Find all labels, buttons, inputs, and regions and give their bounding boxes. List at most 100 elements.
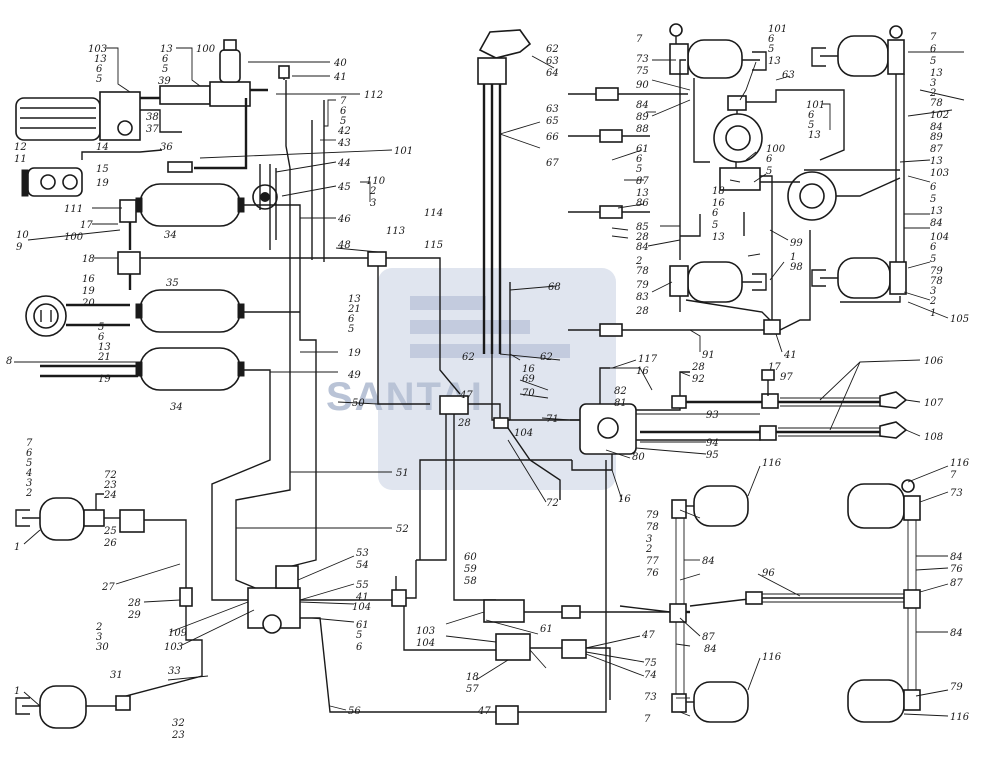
label-28: 28 [635, 232, 649, 243]
label-2: 2 [95, 622, 102, 633]
coupling-head-107 [879, 391, 908, 409]
tee-connector-87-right [903, 589, 921, 609]
label-108: 108 [924, 432, 943, 443]
label-5: 5 [636, 164, 642, 175]
label-74: 74 [644, 670, 657, 681]
label-13: 13 [98, 342, 111, 353]
label-5: 5 [340, 116, 346, 127]
label-54: 54 [356, 560, 369, 571]
label-11: 11 [14, 154, 27, 165]
label-2: 2 [25, 488, 32, 499]
label-84: 84 [636, 242, 649, 253]
label-78: 78 [636, 266, 649, 277]
label-28: 28 [691, 362, 705, 373]
label-95: 95 [706, 450, 719, 461]
label-72: 72 [104, 470, 117, 481]
label-3: 3 [370, 198, 376, 209]
label-14: 14 [96, 142, 109, 153]
label-5: 5 [768, 44, 774, 55]
label-17: 17 [768, 362, 781, 373]
label-64: 64 [546, 68, 559, 79]
label-7: 7 [26, 438, 33, 449]
label-28: 28 [635, 306, 649, 317]
label-61: 61 [540, 624, 553, 635]
label-113: 113 [386, 226, 405, 237]
label-83: 83 [636, 292, 649, 303]
label-7: 7 [340, 96, 347, 107]
label-63: 63 [546, 104, 559, 115]
label-116: 116 [762, 652, 782, 663]
air-tank-34-upper [139, 183, 241, 227]
label-7: 7 [950, 470, 957, 481]
label-28: 28 [127, 598, 141, 609]
label-5: 5 [162, 64, 168, 75]
pipe-network [120, 29, 811, 725]
label-25: 25 [103, 526, 117, 537]
label-57: 57 [466, 684, 479, 695]
label-7: 7 [644, 714, 651, 725]
label-16: 16 [82, 274, 95, 285]
label-5: 5 [712, 220, 718, 231]
label-110: 110 [366, 176, 386, 187]
label-5: 5 [766, 166, 772, 177]
label-78: 78 [930, 276, 943, 287]
label-79: 79 [636, 280, 649, 291]
label-5: 5 [930, 56, 936, 67]
label-3: 3 [26, 478, 32, 489]
label-80: 80 [632, 452, 645, 463]
label-31: 31 [110, 670, 123, 681]
label-79: 79 [950, 682, 963, 693]
label-56: 56 [348, 706, 361, 717]
label-5: 5 [356, 630, 362, 641]
watermark: SANTAI [326, 268, 616, 490]
label-19: 19 [82, 286, 95, 297]
brake-chamber-mid-left [687, 261, 743, 303]
trailer-valve [483, 599, 525, 623]
watermark-stripe [410, 344, 570, 358]
brake-chamber-upper-left [687, 39, 743, 79]
label-115: 115 [424, 240, 443, 251]
label-23: 23 [103, 480, 117, 491]
label-18: 18 [82, 254, 95, 265]
label-81: 81 [614, 398, 627, 409]
label-116: 116 [950, 458, 970, 469]
label-60: 60 [464, 552, 477, 563]
label-44: 44 [337, 158, 351, 169]
label-46: 46 [337, 214, 351, 225]
label-117: 117 [638, 354, 658, 365]
label-52: 52 [396, 524, 409, 535]
label-112: 112 [364, 90, 383, 101]
label-18: 18 [712, 186, 725, 197]
leader-lines [14, 47, 965, 717]
label-88: 88 [636, 124, 649, 135]
label-4: 4 [25, 468, 32, 479]
label-26: 26 [103, 538, 117, 549]
label-104: 104 [352, 602, 371, 613]
label-99: 99 [790, 238, 803, 249]
label-6: 6 [808, 110, 815, 121]
label-13: 13 [930, 68, 943, 79]
label-62: 62 [540, 352, 553, 363]
tee-connector-41-right [763, 319, 781, 335]
tee-connector-75 [561, 639, 587, 659]
label-2: 2 [635, 256, 642, 267]
air-tank-35 [139, 289, 241, 333]
label-49: 49 [347, 370, 361, 381]
label-16: 16 [712, 198, 725, 209]
label-12: 12 [14, 142, 27, 153]
label-36: 36 [160, 142, 173, 153]
label-73: 73 [644, 692, 657, 703]
label-43: 43 [337, 138, 351, 149]
label-13: 13 [160, 44, 173, 55]
label-6: 6 [98, 332, 105, 343]
tee-connector-87-left [669, 603, 687, 623]
label-75: 75 [636, 66, 649, 77]
label-91: 91 [702, 350, 715, 361]
label-77: 77 [646, 556, 659, 567]
safety-valve [117, 251, 141, 275]
trailer-hoses [640, 369, 908, 441]
label-84: 84 [950, 552, 963, 563]
label-15: 15 [96, 164, 109, 175]
label-101: 101 [768, 24, 787, 35]
